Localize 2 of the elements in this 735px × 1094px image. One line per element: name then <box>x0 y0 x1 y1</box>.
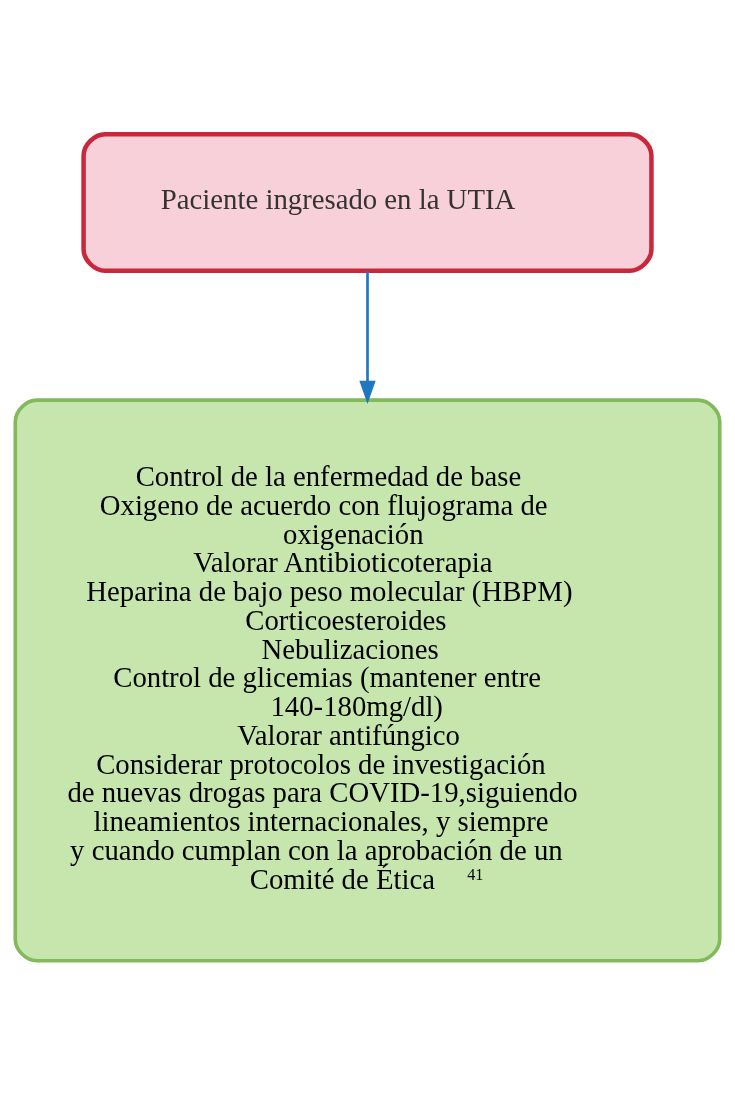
node-box: Paciente ingresado en la UTIA <box>81 131 654 273</box>
arrow <box>359 270 376 404</box>
